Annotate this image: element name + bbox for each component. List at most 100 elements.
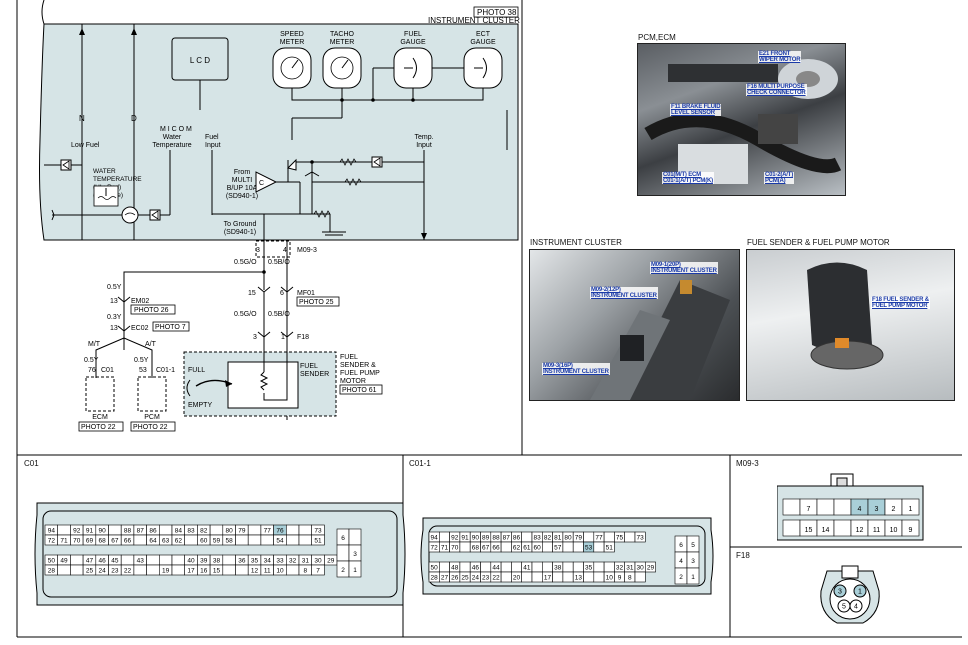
pin-label: 67 (111, 538, 119, 545)
micom-label: M I C O M (160, 126, 192, 133)
pin-cell (209, 524, 224, 536)
pin-label: 77 (264, 528, 272, 535)
pin-label: 3 (691, 558, 695, 565)
pin-label: 28 (48, 568, 56, 575)
photo61-label: PHOTO 61 (342, 387, 377, 394)
pin-label: 46 (99, 558, 107, 565)
lcd-label: L C D (190, 56, 210, 65)
pin-label: 15 (805, 527, 813, 534)
pin-cell (572, 541, 584, 553)
pin-cell (603, 531, 615, 543)
pin-label: 50 (48, 558, 56, 565)
c011-label: C01-1 (156, 367, 175, 374)
pin-cell (260, 534, 274, 546)
pin-cell (438, 531, 450, 543)
n-label: N (79, 114, 85, 123)
pin-label: 2 (341, 567, 345, 574)
mf01-pin15: 15 (248, 290, 256, 297)
pin-cell (531, 571, 543, 583)
pcm-photo-title: PCM,ECM (638, 33, 676, 42)
pin-cell (70, 554, 84, 566)
pin-cell (222, 564, 236, 576)
pin-label: 38 (554, 565, 562, 572)
pin-label: 4 (854, 604, 858, 611)
pin-label: 33 (276, 558, 284, 565)
photo22b-label: PHOTO 22 (133, 424, 168, 431)
pin-label: 62 (513, 545, 521, 552)
pin-label: 48 (451, 565, 459, 572)
pin-cell (562, 561, 574, 573)
pin-label: 7 (316, 568, 320, 575)
wire-05y-at: 0.5Y (134, 357, 149, 364)
pin-cell (146, 564, 160, 576)
pin-label: 70 (451, 545, 459, 552)
photo22a-label: PHOTO 22 (81, 424, 116, 431)
ec02-pin: 13 (110, 325, 118, 332)
c01-title: C01 (24, 459, 39, 468)
pin-label: 38 (213, 558, 221, 565)
pin-label: 67 (482, 545, 490, 552)
pin-cell (159, 554, 173, 566)
pin-cell (645, 561, 656, 573)
cluster-photo-title: INSTRUMENT CLUSTER (530, 238, 622, 247)
pin-label: 77 (595, 535, 603, 542)
pin-label: 91 (86, 528, 94, 535)
pin-label: 4 (679, 558, 683, 565)
empty-label: EMPTY (188, 402, 212, 409)
pin-cell (500, 561, 512, 573)
pin-label: 70 (73, 538, 81, 545)
pin-cell (298, 524, 312, 536)
pin-cell (562, 571, 574, 583)
pin-label: 2 (679, 574, 683, 581)
pin-cell (133, 564, 147, 576)
pin-label: 60 (200, 538, 208, 545)
pin-label: 59 (213, 538, 221, 545)
pin-label: 66 (492, 545, 500, 552)
wire-05y-mt: 0.5Y (84, 357, 99, 364)
c01-label: C01 (101, 367, 114, 374)
pin-cell (552, 571, 564, 583)
pin-cell (438, 561, 450, 573)
ec02-label: EC02 (131, 325, 149, 332)
pin-label: 82 (544, 535, 552, 542)
wire-03y: 0.3Y (107, 314, 122, 321)
pin-label: 41 (523, 565, 531, 572)
pin-label: 53 (585, 545, 593, 552)
mf01-label: MF01 (297, 290, 315, 297)
pin-cell (634, 531, 646, 543)
pin-label: 34 (264, 558, 272, 565)
pin-label: 71 (441, 545, 449, 552)
pin-cell (235, 564, 249, 576)
pin-cell (184, 534, 198, 546)
pcm-ecm-photo: E21 FRONT WIPER MOTOR F16 MULTI PURPOSE … (637, 43, 846, 196)
fuel-photo-title: FUEL SENDER & FUEL PUMP MOTOR (747, 238, 890, 247)
pin-label: 9 (909, 527, 913, 534)
speed-meter (272, 47, 312, 89)
pin-label: 91 (461, 535, 469, 542)
callout-f18: F18 FUEL SENDER & FUEL PUMP MOTOR (871, 297, 930, 309)
pin-label: 25 (86, 568, 94, 575)
pin-cell (311, 534, 325, 546)
pin-cell (500, 571, 512, 583)
pin-cell (542, 541, 553, 553)
pin-label: 63 (162, 538, 170, 545)
pin-cell (480, 561, 492, 573)
pin-cell (311, 564, 325, 576)
pin-label: 73 (314, 528, 322, 535)
pin-cell (70, 564, 84, 576)
pin-label: 31 (626, 565, 634, 572)
pin-label: 50 (431, 565, 439, 572)
pin-label: 1 (909, 506, 913, 513)
wire-05go2: 0.5G/O (234, 311, 257, 318)
pin-label: 90 (99, 528, 107, 535)
pin-label: 26 (451, 575, 459, 582)
